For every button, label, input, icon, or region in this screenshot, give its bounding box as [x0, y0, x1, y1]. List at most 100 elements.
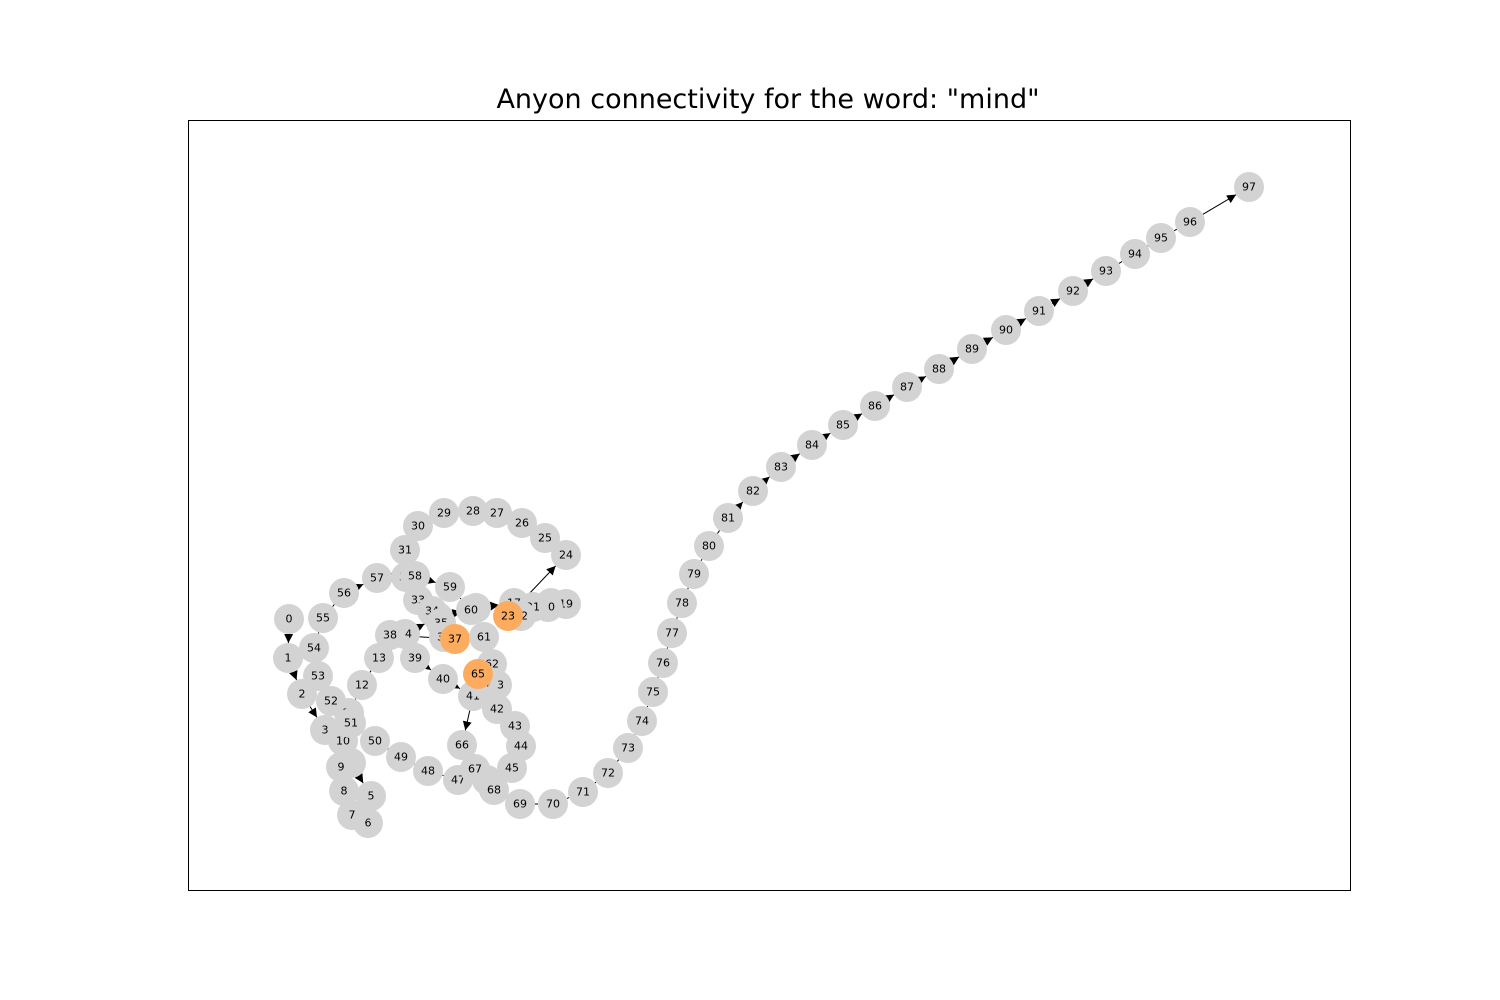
- node-1: 1: [273, 643, 303, 673]
- node-circle: [507, 508, 537, 538]
- node-58: 58: [400, 561, 430, 591]
- node-12: 12: [347, 670, 377, 700]
- node-25: 25: [530, 523, 560, 553]
- node-label: 55: [316, 612, 330, 625]
- node-label: 40: [436, 673, 450, 686]
- node-label: 69: [513, 798, 527, 811]
- node-78: 78: [667, 588, 697, 618]
- node-circle: [479, 775, 509, 805]
- node-86: 86: [860, 391, 890, 421]
- node-label: 71: [576, 786, 590, 799]
- node-label: 61: [477, 631, 491, 644]
- node-88: 88: [924, 354, 954, 384]
- node-circle: [429, 498, 459, 528]
- node-circle: [679, 559, 709, 589]
- node-54: 54: [299, 633, 329, 663]
- edge-14-15: [414, 623, 425, 632]
- node-5: 5: [356, 781, 386, 811]
- node-circle: [400, 561, 430, 591]
- node-label: 95: [1154, 232, 1168, 245]
- node-37: 37: [440, 624, 470, 654]
- node-label: 2: [299, 688, 306, 701]
- node-label: 27: [490, 507, 504, 520]
- node-label: 77: [665, 627, 679, 640]
- node-label: 93: [1099, 265, 1113, 278]
- node-label: 59: [443, 581, 457, 594]
- node-9: 9: [326, 752, 356, 782]
- node-label: 29: [437, 507, 451, 520]
- edge-39-40: [421, 661, 432, 671]
- node-label: 26: [515, 517, 529, 530]
- node-circle: [469, 622, 499, 652]
- node-70: 70: [538, 789, 568, 819]
- node-circle: [403, 511, 433, 541]
- node-label: 65: [471, 668, 485, 681]
- node-48: 48: [413, 756, 443, 786]
- node-circle: [1175, 207, 1205, 237]
- node-circle: [497, 753, 527, 783]
- node-8: 8: [329, 776, 359, 806]
- node-circle: [738, 476, 768, 506]
- node-circle: [1234, 172, 1264, 202]
- node-circle: [303, 661, 333, 691]
- node-label: 1: [285, 652, 292, 665]
- node-circle: [413, 756, 443, 786]
- node-label: 37: [448, 633, 462, 646]
- node-label: 6: [365, 817, 372, 830]
- node-circle: [694, 531, 724, 561]
- node-circle: [390, 535, 420, 565]
- node-circle: [316, 686, 346, 716]
- node-83: 83: [766, 452, 796, 482]
- node-label: 92: [1066, 285, 1080, 298]
- node-label: 57: [370, 572, 384, 585]
- edge-80-81: [717, 530, 720, 534]
- node-28: 28: [458, 496, 488, 526]
- edge-84-85: [820, 432, 831, 442]
- edge-89-90: [982, 336, 994, 346]
- node-label: 82: [746, 485, 760, 498]
- node-circle: [797, 430, 827, 460]
- edge-90-91: [1015, 318, 1027, 327]
- node-label: 91: [1032, 305, 1046, 318]
- node-label: 30: [411, 520, 425, 533]
- node-circle: [435, 572, 465, 602]
- node-circle: [386, 742, 416, 772]
- node-circle: [400, 643, 430, 673]
- node-label: 86: [868, 400, 882, 413]
- node-label: 79: [687, 568, 701, 581]
- node-13: 13: [364, 643, 394, 673]
- node-95: 95: [1146, 223, 1176, 253]
- node-label: 51: [344, 717, 358, 730]
- node-label: 42: [490, 703, 504, 716]
- node-label: 47: [451, 774, 465, 787]
- node-label: 53: [311, 670, 325, 683]
- node-circle: [1146, 223, 1176, 253]
- node-label: 81: [721, 512, 735, 525]
- node-circle: [657, 618, 687, 648]
- node-label: 88: [932, 363, 946, 376]
- node-label: 38: [383, 629, 397, 642]
- node-label: 39: [408, 652, 422, 665]
- node-circle: [356, 781, 386, 811]
- node-circle: [1091, 256, 1121, 286]
- node-label: 75: [646, 686, 660, 699]
- node-circle: [551, 540, 581, 570]
- node-label: 68: [487, 784, 501, 797]
- edge-12-13: [369, 670, 372, 673]
- node-label: 48: [421, 765, 435, 778]
- node-77: 77: [657, 618, 687, 648]
- node-circle: [713, 503, 743, 533]
- node-23: 23: [493, 601, 523, 631]
- node-55: 55: [308, 603, 338, 633]
- node-label: 28: [466, 505, 480, 518]
- edge-78-79: [687, 587, 689, 590]
- node-93: 93: [1091, 256, 1121, 286]
- node-circle: [924, 354, 954, 384]
- node-circle: [482, 498, 512, 528]
- node-69: 69: [505, 789, 535, 819]
- edge-59-60: [459, 597, 462, 600]
- edge-77-78: [676, 617, 678, 619]
- node-circle: [375, 620, 405, 650]
- node-76: 76: [648, 648, 678, 678]
- node-89: 89: [957, 334, 987, 364]
